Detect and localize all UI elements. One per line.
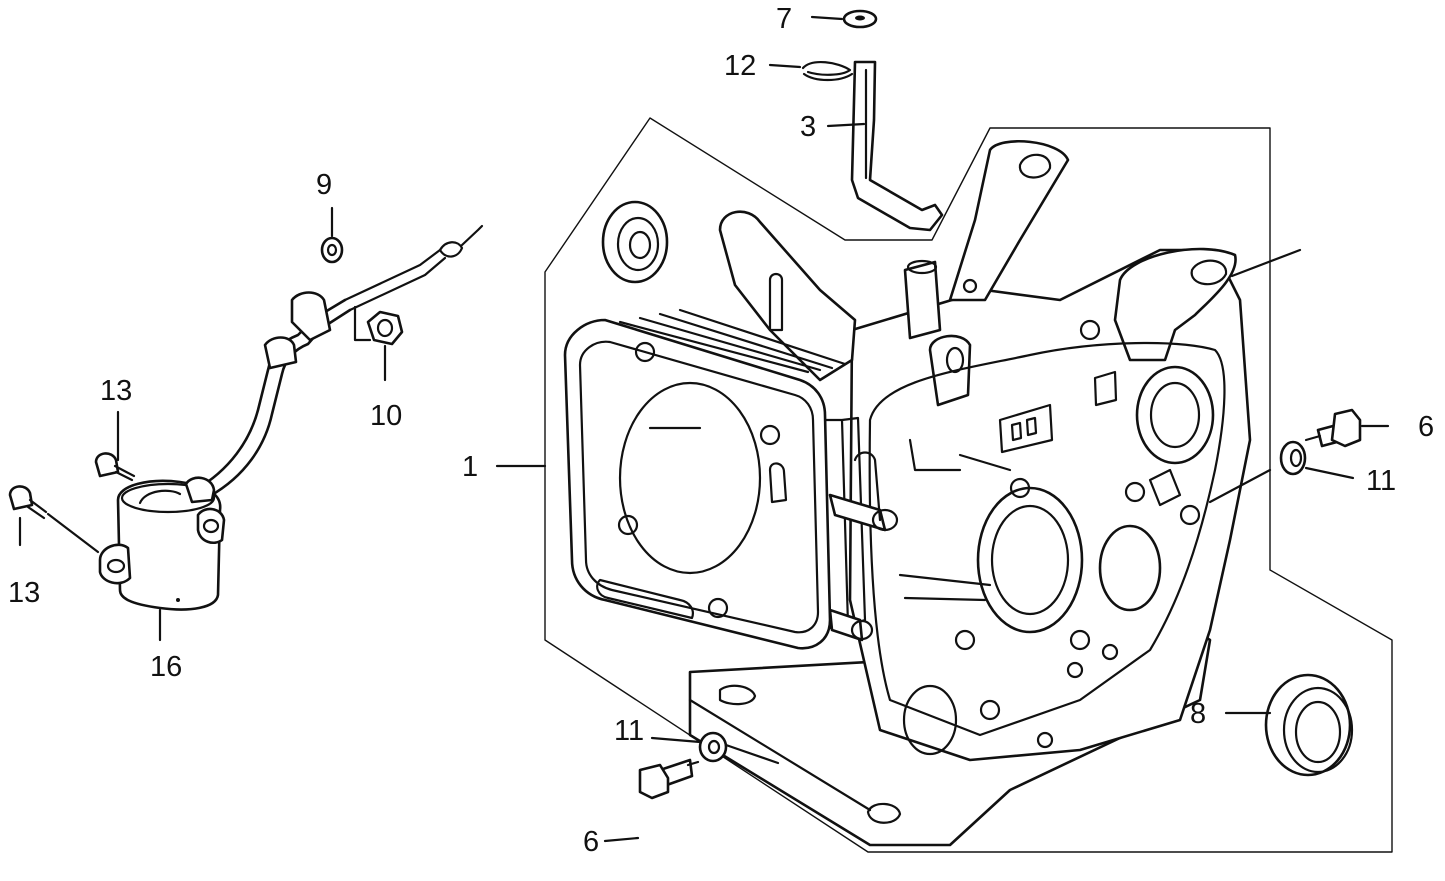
callout-9: 9 (316, 169, 332, 201)
callout-10: 10 (370, 400, 402, 432)
bolt-part-6-lower (638, 758, 700, 800)
nut-part-10 (366, 310, 404, 346)
callout-7: 7 (776, 3, 792, 35)
oil-seal-part-8 (1264, 673, 1354, 777)
screw-part-13-upper (94, 452, 136, 482)
washer-part-7 (842, 9, 878, 29)
callout-1: 1 (462, 451, 478, 483)
nut-part-9 (320, 236, 344, 264)
callout-13-upper: 13 (100, 375, 132, 407)
crankcase-cylinder-block (563, 139, 1252, 847)
washer-part-11-lower (698, 731, 728, 763)
leader-lines (18, 15, 1390, 843)
callout-3: 3 (800, 111, 816, 143)
callout-16: 16 (150, 651, 182, 683)
callout-8: 8 (1190, 698, 1206, 730)
callout-11-lower: 11 (614, 715, 644, 747)
bolt-part-6-upper (1304, 408, 1362, 448)
callout-6-lower: 6 (583, 826, 599, 858)
callout-11-upper: 11 (1366, 465, 1396, 497)
governor-rod-part-3 (850, 60, 944, 232)
washer-part-11-upper (1279, 440, 1307, 476)
callout-13-lower: 13 (8, 577, 40, 609)
assembly-boundary-outline (544, 117, 1393, 853)
bearing (601, 200, 669, 284)
callout-12: 12 (724, 50, 756, 82)
callout-6-upper: 6 (1418, 411, 1434, 443)
oil-level-switch-part-16 (98, 224, 484, 611)
clip-part-12 (801, 61, 854, 82)
screw-part-13-lower (8, 485, 48, 520)
